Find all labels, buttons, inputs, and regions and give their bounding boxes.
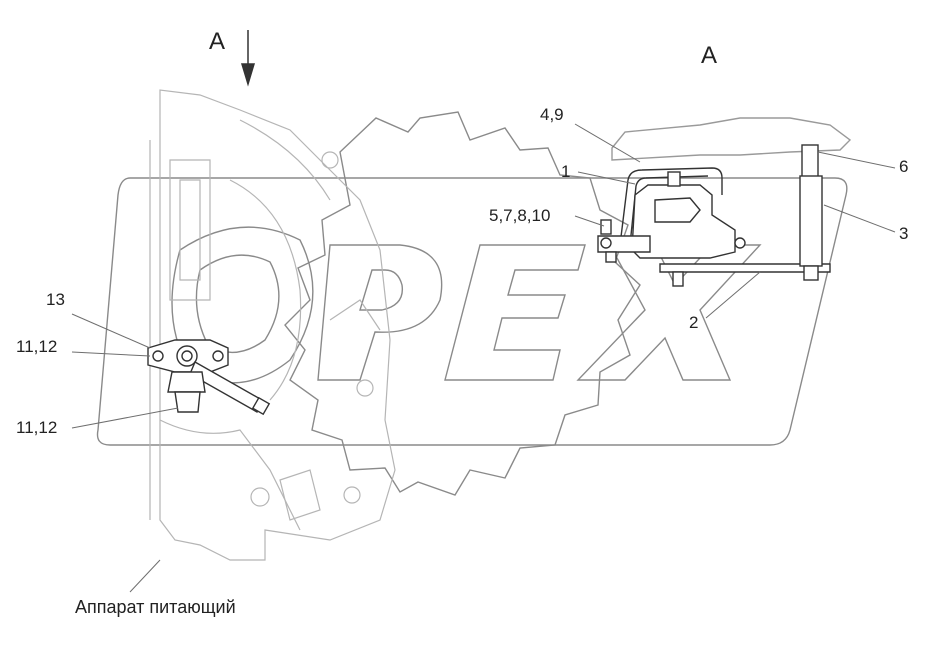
callout-11-12-bottom: 11,12 — [16, 418, 58, 437]
feeder-body — [149, 89, 396, 561]
sleeve-3 — [799, 175, 823, 267]
watermark-letter-e — [444, 244, 586, 381]
callout-6: 6 — [899, 157, 909, 176]
watermark-gear — [284, 111, 641, 496]
watermark-letter-o — [171, 226, 314, 384]
view-arrow-icon — [240, 30, 256, 87]
watermark-frame — [96, 177, 848, 446]
bolt-6 — [801, 144, 819, 178]
plate-2 — [659, 263, 831, 273]
callout-2: 2 — [689, 313, 699, 332]
callout-5-7-8-10: 5,7,8,10 — [489, 206, 551, 225]
bracket-1 — [619, 167, 723, 246]
callout-13: 13 — [46, 290, 65, 309]
callout-1: 1 — [561, 162, 571, 181]
view-label-right: A — [701, 42, 718, 69]
callout-4-9: 4,9 — [540, 105, 564, 124]
view-label-left: A — [209, 28, 226, 55]
leader-lines — [71, 123, 896, 593]
clamp-assembly — [147, 339, 271, 416]
callout-3: 3 — [899, 224, 909, 243]
bracket-assembly — [597, 117, 852, 287]
caption-feeder: Аппарат питающий — [75, 597, 236, 617]
top-plate — [611, 117, 852, 161]
watermark-letter-p — [317, 244, 443, 381]
callout-11-12-top: 11,12 — [16, 337, 58, 356]
